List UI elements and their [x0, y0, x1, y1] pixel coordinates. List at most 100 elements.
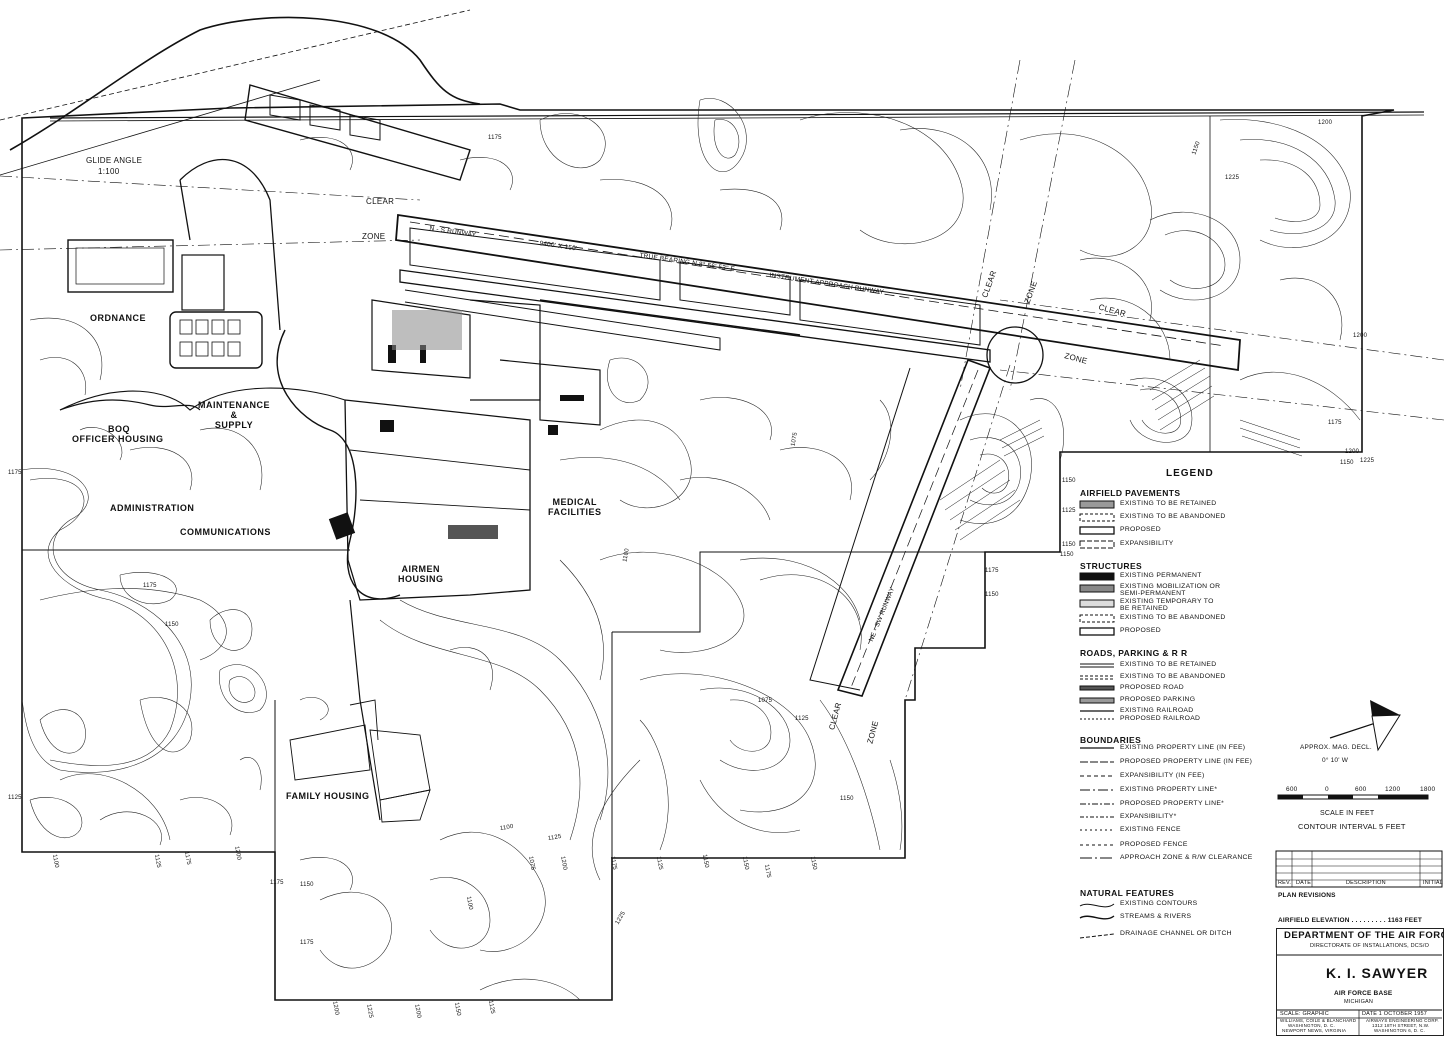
family-housing-area	[289, 699, 431, 823]
legend-item: PROPOSED FENCE	[1120, 841, 1188, 848]
legend-item: PROPOSED	[1120, 627, 1161, 634]
department-name: DEPARTMENT OF THE AIR FORCE	[1284, 930, 1444, 941]
contour-elevation-label: 1225	[1360, 458, 1375, 464]
administration-label: ADMINISTRATION	[110, 503, 195, 513]
contour-elevation-label: 1175	[488, 135, 502, 141]
legend-section-heading: STRUCTURES	[1080, 561, 1143, 571]
legend-item: EXPANSIBILITY	[1120, 540, 1174, 547]
contour-elevation-label: 1125	[795, 716, 809, 722]
instrument-approach-runway	[395, 213, 1241, 372]
scale-bar	[1277, 794, 1429, 800]
contour-elevation-label: 1150	[1060, 552, 1074, 558]
legend-item: EXPANSIBILITY*	[1120, 813, 1177, 820]
contour-elevation-label: 1125	[1062, 508, 1076, 514]
contour-elevation-label: 1175	[985, 568, 999, 574]
revisions-col-header: REV.	[1278, 880, 1292, 886]
contour-elevation-label: 1200	[1345, 449, 1360, 455]
base-type: AIR FORCE BASE	[1334, 990, 1393, 997]
contour-elevation-label: 1175	[300, 940, 314, 946]
communications-label: COMMUNICATIONS	[180, 527, 271, 537]
contour-elevation-label: 1175	[1328, 420, 1342, 426]
contour-elevation-label: 1075	[758, 698, 773, 704]
base-name: K. I. SAWYER	[1326, 965, 1429, 981]
mag-decl-value: 0° 10' W	[1322, 757, 1349, 764]
scale-tick: 600	[1355, 786, 1367, 793]
firm1-line: WASHINGTON, D. C.	[1288, 1023, 1335, 1028]
mag-decl-label: APPROX. MAG. DECL.	[1300, 744, 1372, 751]
firm2-line: 1312 18TH STREET, N.W.	[1372, 1023, 1430, 1028]
legend-item: PROPOSED	[1120, 526, 1161, 533]
clear-zone-label: ZONE	[362, 232, 386, 241]
legend-item: EXISTING FENCE	[1120, 826, 1181, 833]
legend-item: DRAINAGE CHANNEL OR DITCH	[1120, 930, 1232, 937]
legend-item: STREAMS & RIVERS	[1120, 913, 1192, 920]
scale-tick: 1200	[1385, 786, 1401, 793]
scale-tick: 600	[1286, 786, 1298, 793]
scale-caption: SCALE IN FEET	[1320, 810, 1375, 817]
scale-field: SCALE: GRAPHIC	[1280, 1011, 1329, 1017]
legend-item: EXISTING TO BE RETAINED	[1120, 661, 1217, 668]
contour-elevation-label: 1175	[270, 880, 284, 886]
legend-item: EXISTING TO BE ABANDONED	[1120, 614, 1226, 621]
date-field: DATE 1 OCTOBER 1957	[1362, 1011, 1428, 1017]
legend-item: EXISTING MOBILIZATION OR SEMI-PERMANENT	[1120, 583, 1221, 597]
legend-item: EXPANSIBILITY (IN FEE)	[1120, 772, 1205, 779]
contour-elevation-label: 1175	[143, 583, 157, 589]
ne-sw-runway	[836, 358, 992, 697]
contour-elevation-label: 1150	[1340, 460, 1354, 466]
weapons-storage-area	[244, 84, 471, 181]
legend-item: PROPOSED PARKING	[1120, 696, 1196, 703]
legend-item: EXISTING TO BE ABANDONED	[1120, 673, 1226, 680]
revisions-col-header: INITIAL	[1423, 880, 1444, 886]
revisions-col-header: DESCRIPTION	[1346, 880, 1386, 886]
legend-title: LEGEND	[1166, 468, 1214, 479]
terrain-contours	[21, 98, 1361, 1001]
state-name: MICHIGAN	[1344, 999, 1374, 1005]
family-housing-label: FAMILY HOUSING	[286, 791, 370, 801]
ordnance-label: ORDNANCE	[90, 313, 147, 323]
firm1-line: WILLIAMS, COILE & BLANCHARD	[1280, 1018, 1357, 1023]
legend-item: EXISTING TEMPORARY TO BE RETAINED	[1120, 598, 1214, 612]
plan-revisions-caption: PLAN REVISIONS	[1278, 892, 1336, 899]
legend-item: EXISTING PROPERTY LINE (IN FEE)	[1120, 744, 1246, 751]
glide-ratio-label: 1:100	[98, 167, 120, 176]
steep-slope-hatching	[939, 359, 1303, 541]
firm1-line: NEWPORT NEWS, VIRGINIA	[1282, 1028, 1347, 1033]
contour-elevation-label: 1200	[1353, 333, 1368, 339]
revisions-col-header: DATE	[1296, 880, 1312, 886]
contour-elevation-label: 1150	[165, 622, 179, 628]
medical-facilities-label: MEDICAL FACILITIES	[548, 497, 602, 517]
glide-angle-label: GLIDE ANGLE	[86, 156, 143, 165]
legend-item: EXISTING CONTOURS	[1120, 900, 1198, 907]
legend-item: EXISTING PERMANENT	[1120, 572, 1202, 579]
legend-section-heading: AIRFIELD PAVEMENTS	[1080, 488, 1181, 498]
legend-item: EXISTING RAILROAD	[1120, 707, 1194, 714]
property-boundary	[21, 103, 1395, 1001]
boq-label: BOQ	[108, 424, 131, 434]
scale-tick: 0	[1325, 786, 1329, 793]
contour-elevation-label: 1150	[1062, 478, 1076, 484]
north-arrow-icon	[1329, 700, 1401, 752]
officer-housing-label: OFFICER HOUSING	[72, 434, 164, 444]
scale-tick: 1800	[1420, 786, 1436, 793]
legend-section-heading: ROADS, PARKING & R R	[1080, 648, 1188, 658]
plan-revisions-grid	[1275, 850, 1443, 888]
legend-item: PROPOSED RAILROAD	[1120, 715, 1201, 722]
airmen-housing-label: AIRMEN HOUSING	[398, 564, 444, 584]
maintenance-supply-label: MAINTENANCE & SUPPLY	[198, 400, 270, 430]
legend-item: PROPOSED PROPERTY LINE*	[1120, 800, 1225, 807]
legend-section-heading: NATURAL FEATURES	[1080, 888, 1175, 898]
airfield-elevation-label: AIRFIELD ELEVATION . . . . . . . . . 116…	[1278, 917, 1423, 924]
legend-section-heading: BOUNDARIES	[1080, 735, 1142, 745]
firm2-line: WASHINGTON 6, D. C.	[1374, 1028, 1426, 1033]
legend-item: EXISTING TO BE RETAINED	[1120, 500, 1217, 507]
contour-elevation-label: 1150	[300, 882, 314, 888]
firm2-line: AIRWAYS ENGINEERING CORP.	[1366, 1018, 1439, 1023]
title-block-frame	[1276, 954, 1442, 1036]
contour-elevation-label: 1150	[1062, 542, 1076, 548]
existing-permanent-buildings	[328, 310, 584, 540]
legend-item: PROPOSED PROPERTY LINE (IN FEE)	[1120, 758, 1253, 765]
contour-elevation-label: 1150	[985, 592, 999, 598]
contour-elevation-label: 1225	[1225, 175, 1240, 181]
